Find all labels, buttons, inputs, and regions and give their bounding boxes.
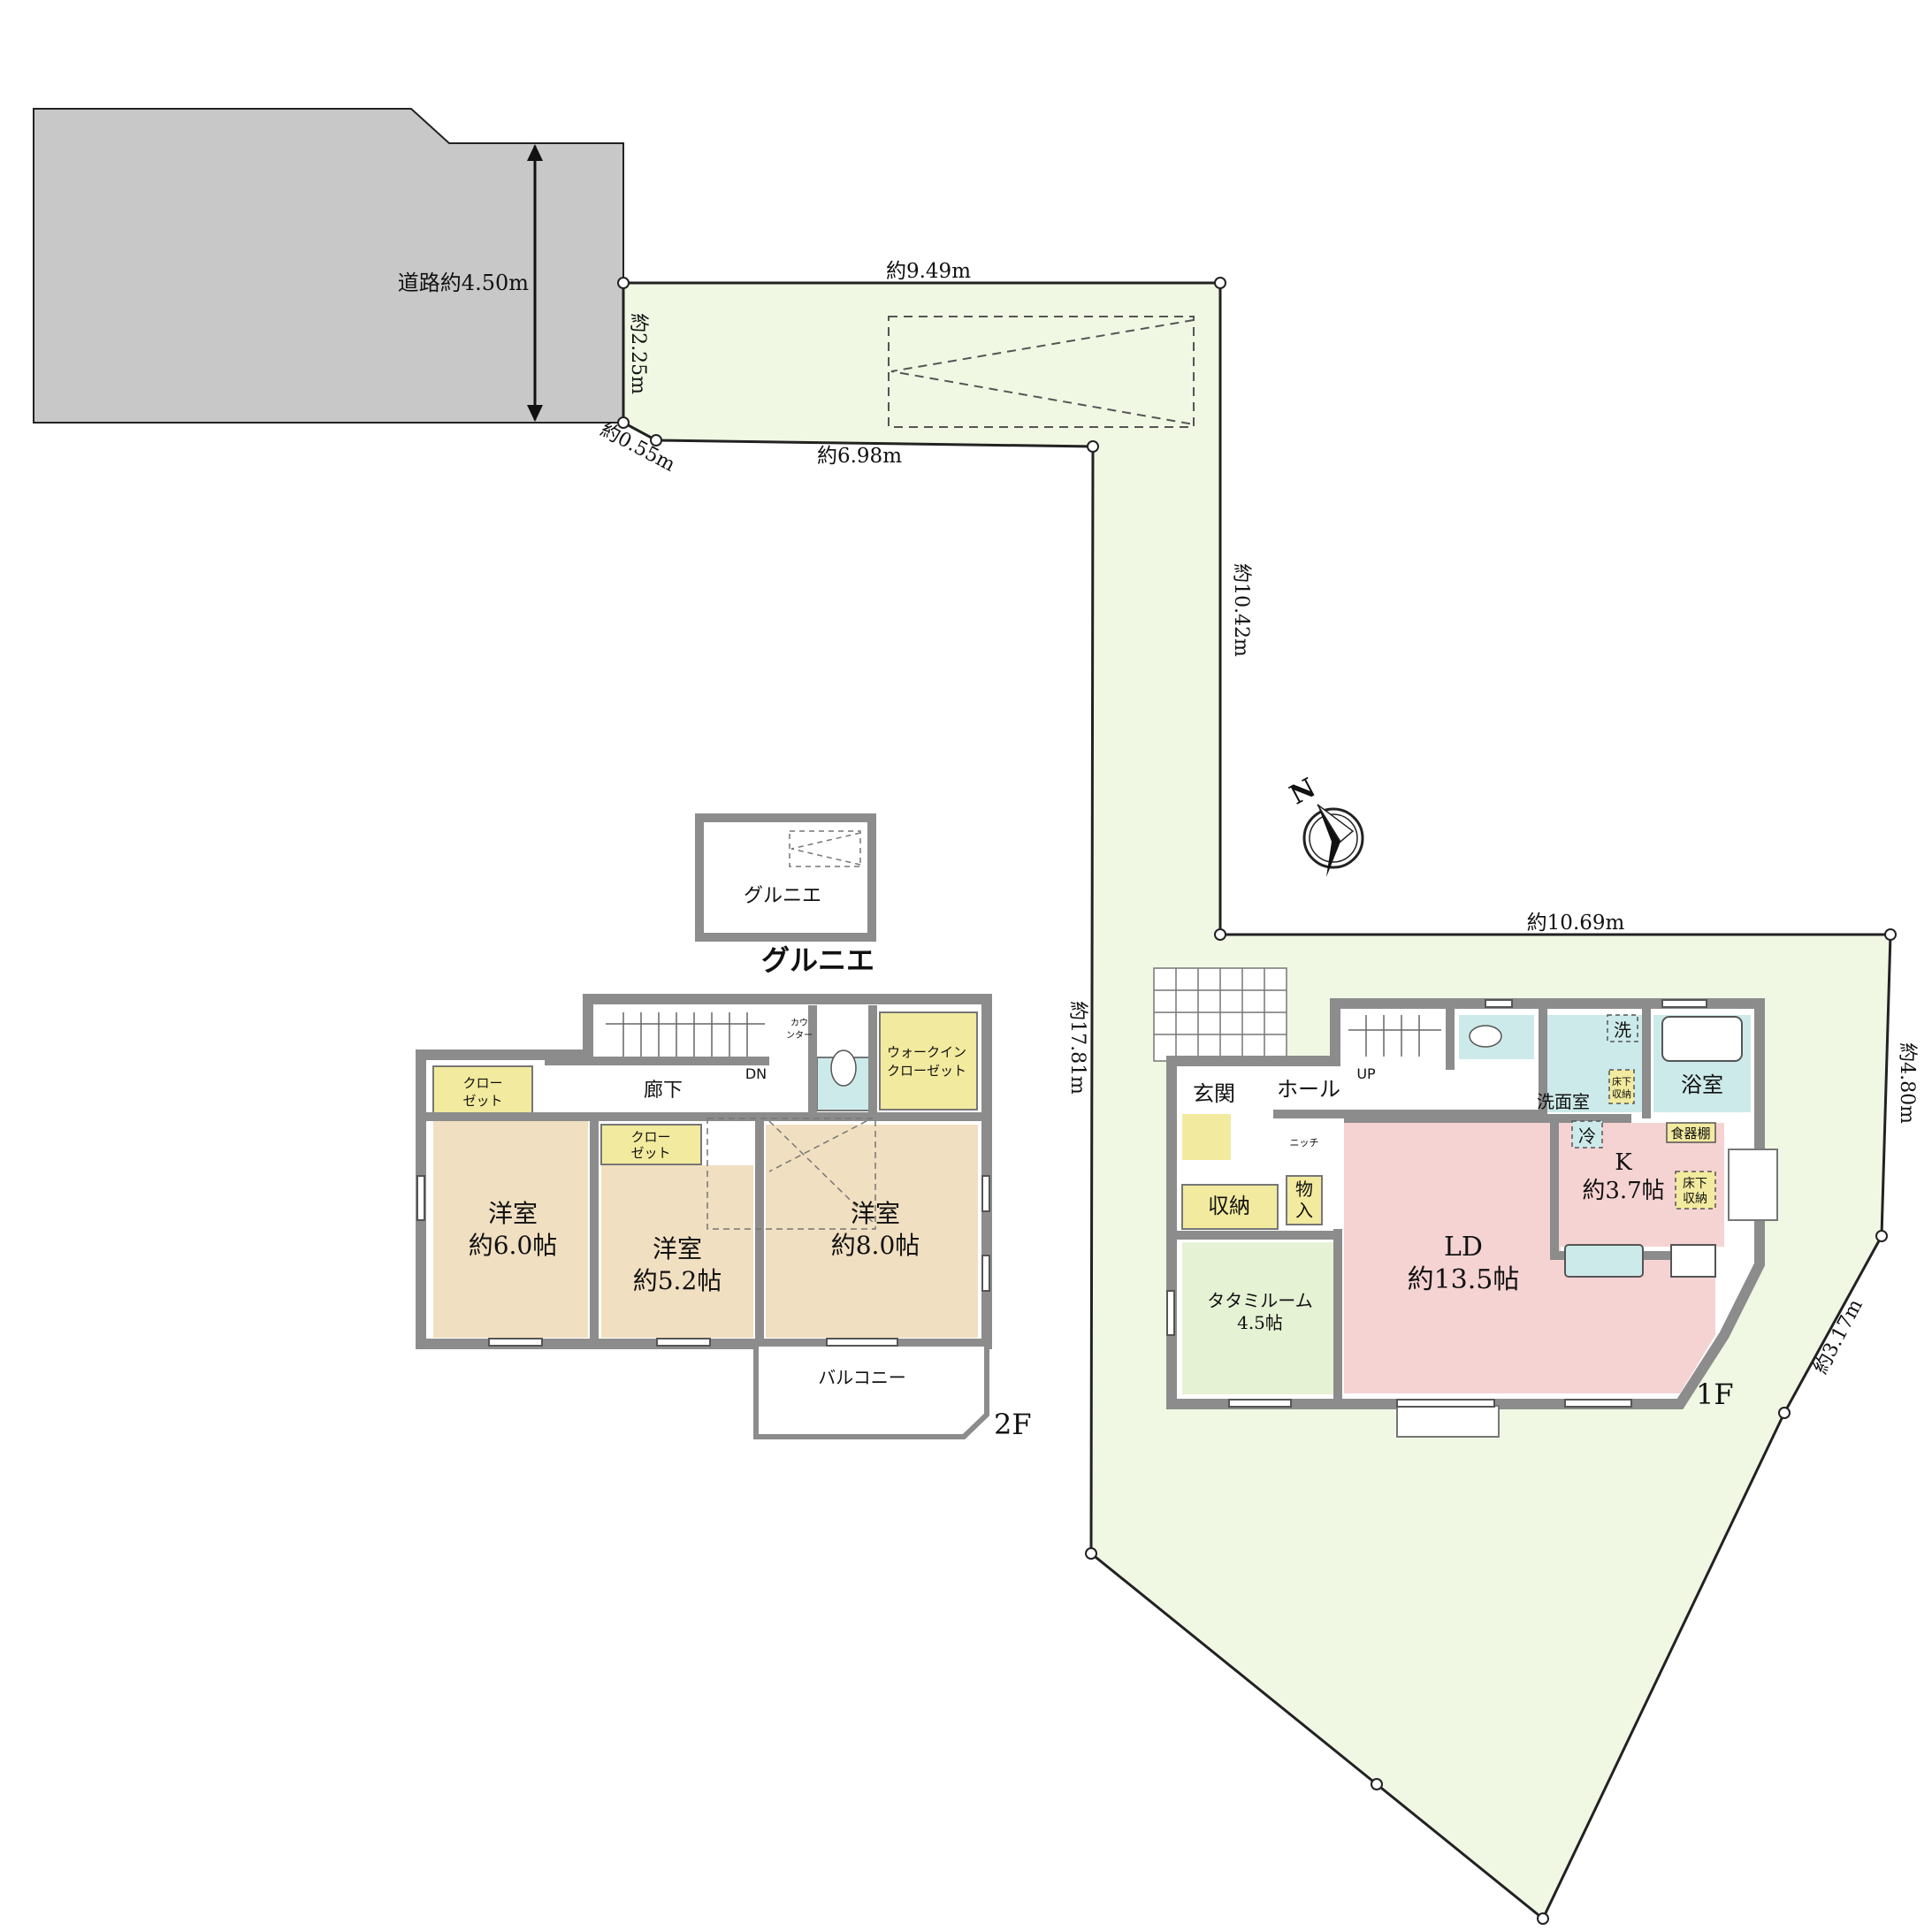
washer-label: 洗 — [1614, 1019, 1631, 1041]
svg-text:約8.0帖: 約8.0帖 — [831, 1231, 920, 1260]
svg-text:ンター: ンター — [786, 1030, 813, 1041]
counter-label: カウ ンター — [786, 1018, 813, 1041]
walk-in-closet-label: ウォークイン クローゼット — [887, 1044, 966, 1079]
underfloor-storage1-label: 床下 収納 — [1612, 1075, 1631, 1100]
fridge-label: 冷 — [1578, 1126, 1596, 1147]
loft-plan — [695, 813, 876, 942]
dim-upper-bottom: 約6.98m — [817, 445, 902, 468]
svg-text:洋室: 洋室 — [653, 1234, 702, 1263]
svg-text:タタミルーム: タタミルーム — [1207, 1290, 1312, 1311]
svg-text:約13.5帖: 約13.5帖 — [1408, 1264, 1520, 1295]
hallway-2f-label: 廊下 — [644, 1080, 683, 1102]
entrance-label: 玄関 — [1193, 1081, 1235, 1106]
western-room2-label: 洋室 約5.2帖 — [633, 1234, 722, 1295]
tatami-room-label: タタミルーム 4.5帖 — [1207, 1290, 1312, 1333]
floor1-label: 1F — [1696, 1378, 1734, 1411]
svg-text:ゼット: ゼット — [630, 1145, 670, 1161]
western-room1-label: 洋室 約6.0帖 — [469, 1199, 558, 1260]
balcony-label: バルコニー — [818, 1367, 906, 1388]
svg-text:約3.7帖: 約3.7帖 — [1582, 1178, 1664, 1204]
pantry-label: 食器棚 — [1670, 1126, 1710, 1141]
niche-label: ニッチ — [1290, 1137, 1319, 1149]
svg-text:収納: 収納 — [1683, 1192, 1707, 1206]
svg-text:ゼット: ゼット — [462, 1093, 502, 1109]
svg-text:収納: 収納 — [1612, 1088, 1631, 1100]
floor2-plan — [416, 994, 992, 1439]
storage-label: 収納 — [1208, 1194, 1250, 1218]
svg-text:洋室: 洋室 — [851, 1199, 900, 1228]
loft-room-label: グルニエ — [744, 885, 821, 907]
compass-icon — [1302, 804, 1364, 877]
svg-text:床下: 床下 — [1683, 1177, 1707, 1191]
closet1-label: クロー ゼット — [462, 1075, 502, 1109]
hall-1f-label: ホール — [1277, 1077, 1340, 1102]
svg-text:物: 物 — [1295, 1179, 1313, 1200]
svg-text:入: 入 — [1295, 1200, 1313, 1221]
svg-text:LD: LD — [1444, 1232, 1483, 1263]
dim-top: 約9.49m — [886, 260, 971, 283]
floor1-plan — [1153, 967, 1778, 1438]
down-label: DN — [745, 1065, 767, 1082]
svg-text:クローゼット: クローゼット — [887, 1063, 966, 1079]
site-vertices — [617, 277, 1897, 1925]
svg-text:クロー: クロー — [462, 1075, 502, 1091]
bathroom-label: 浴室 — [1681, 1072, 1723, 1097]
svg-text:約6.0帖: 約6.0帖 — [469, 1231, 558, 1260]
living-dining-label: LD 約13.5帖 — [1408, 1232, 1520, 1295]
road-area — [33, 108, 624, 424]
loft-caption: グルニエ — [761, 943, 874, 977]
svg-text:クロー: クロー — [630, 1129, 670, 1145]
svg-text:洋室: 洋室 — [488, 1199, 538, 1228]
western-room3-label: 洋室 約8.0帖 — [831, 1199, 920, 1260]
dim-right-upper: 約10.42m — [1230, 563, 1252, 657]
svg-text:カウ: カウ — [790, 1018, 808, 1028]
dim-left-short: 約2.25m — [627, 313, 649, 394]
road-width-arrow — [527, 144, 543, 422]
up-label: UP — [1356, 1065, 1376, 1082]
svg-text:K: K — [1615, 1149, 1632, 1176]
parking-space — [888, 316, 1195, 428]
kitchen-label: K 約3.7帖 — [1582, 1149, 1664, 1204]
svg-text:4.5帖: 4.5帖 — [1237, 1312, 1283, 1333]
svg-text:約5.2帖: 約5.2帖 — [633, 1266, 722, 1295]
dim-left-long: 約17.81m — [1066, 1001, 1088, 1095]
road-label: 道路約4.50m — [398, 271, 529, 295]
underfloor-storage2-label: 床下 収納 — [1683, 1177, 1707, 1206]
floor2-label: 2F — [994, 1408, 1032, 1441]
closet2-label: クロー ゼット — [630, 1129, 670, 1161]
compass-north-label: N — [1285, 773, 1321, 812]
svg-text:ウォークイン: ウォークイン — [887, 1044, 966, 1060]
storage-small-label: 物 入 — [1295, 1179, 1313, 1221]
dim-mid-top: 約10.69m — [1527, 912, 1625, 935]
svg-text:床下: 床下 — [1612, 1075, 1631, 1088]
dim-right-short: 約4.80m — [1896, 1042, 1918, 1124]
washroom-label: 洗面室 — [1537, 1091, 1590, 1112]
